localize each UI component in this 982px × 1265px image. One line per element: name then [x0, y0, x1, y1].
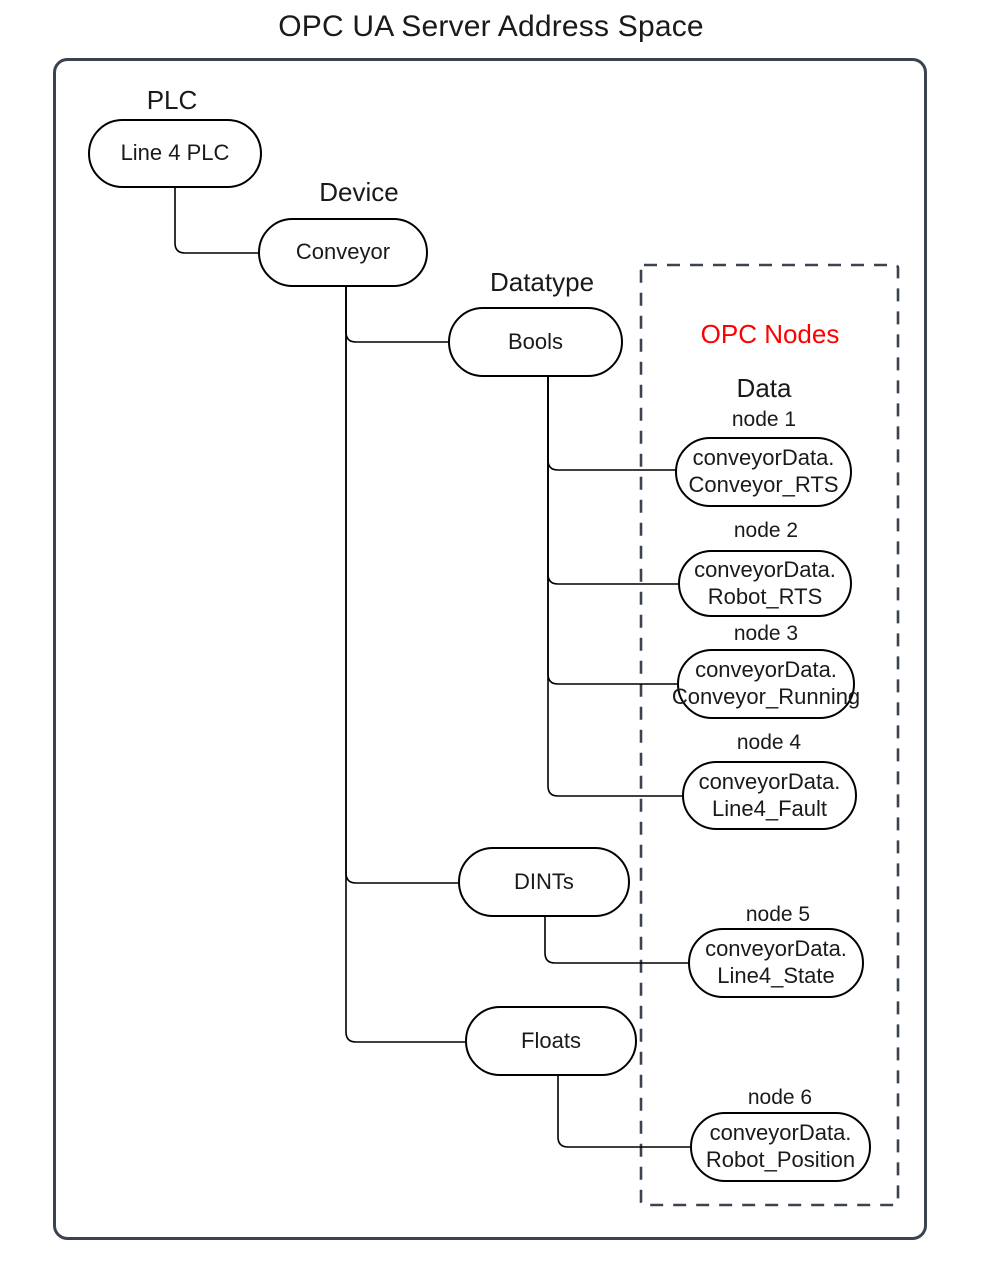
data-label: Data [736, 373, 792, 403]
edge-floats-node6 [557, 1076, 692, 1148]
opc-node-6-line1: conveyorData. [709, 1120, 852, 1146]
edge-bools-node2 [547, 377, 680, 585]
opc-node-6-line2: Robot_Position [705, 1147, 856, 1172]
page-title: OPC UA Server Address Space [278, 10, 704, 43]
node-caption-5: node 5 [745, 903, 811, 926]
edge-plc-conveyor [174, 188, 260, 254]
edge-group [174, 188, 692, 1148]
node-conveyor: Conveyor [258, 218, 428, 287]
opc-nodes-group-border [639, 263, 900, 1207]
opc-node-2-line1: conveyorData. [694, 556, 836, 582]
opc-node-1-line1: conveyorData. [692, 445, 835, 471]
opc-node-5: conveyorData. Line4_State [688, 928, 864, 998]
node-caption-2: node 2 [733, 519, 799, 542]
opc-node-4: conveyorData. Line4_Fault [682, 761, 857, 830]
node-floats-text: Floats [521, 1027, 581, 1053]
node-caption-3: node 3 [733, 622, 799, 645]
edge-conveyor-floats [345, 287, 467, 1043]
edge-conveyor-dints [345, 287, 460, 884]
opc-node-3-line2: Conveyor_Running [671, 684, 861, 709]
node-line4-plc: Line 4 PLC [88, 119, 262, 188]
node-line4-plc-text: Line 4 PLC [120, 140, 230, 166]
opc-node-4-line2: Line4_Fault [712, 795, 827, 821]
node-caption-4: node 4 [736, 731, 802, 754]
opc-node-6: conveyorData. Robot_Position [690, 1112, 871, 1182]
node-conveyor-text: Conveyor [295, 239, 391, 265]
datatype-type-label: Datatype [489, 267, 595, 297]
node-bools-text: Bools [507, 328, 564, 354]
opc-node-2-line2: Robot_RTS [707, 583, 823, 609]
edge-conveyor-bools [345, 287, 450, 343]
device-type-label: Device [319, 177, 399, 207]
edge-bools-node1 [547, 377, 677, 471]
opc-node-5-line2: Line4_State [717, 963, 835, 988]
node-caption-1: node 1 [731, 408, 797, 431]
opc-node-2: conveyorData. Robot_RTS [678, 550, 852, 617]
node-dints: DINTs [458, 847, 630, 917]
opc-node-5-line1: conveyorData. [705, 936, 847, 962]
opc-node-4-line1: conveyorData. [698, 768, 841, 794]
edge-bools-node4 [547, 377, 684, 797]
opc-node-1: conveyorData. Conveyor_RTS [675, 437, 852, 507]
edge-dints-node5 [544, 917, 690, 964]
plc-type-label: PLC [146, 85, 198, 115]
opc-nodes-title: OPC Nodes [700, 319, 840, 349]
opc-node-3: conveyorData. Conveyor_Running [672, 649, 860, 719]
opc-node-3-line1: conveyorData. [695, 657, 837, 683]
diagram-border [53, 58, 927, 1240]
node-bools: Bools [448, 307, 623, 377]
edge-bools-node3 [547, 377, 679, 685]
node-caption-6: node 6 [747, 1086, 813, 1109]
opc-node-1-line2: Conveyor_RTS [688, 472, 839, 497]
node-floats: Floats [465, 1006, 637, 1076]
node-dints-text: DINTs [514, 868, 574, 894]
